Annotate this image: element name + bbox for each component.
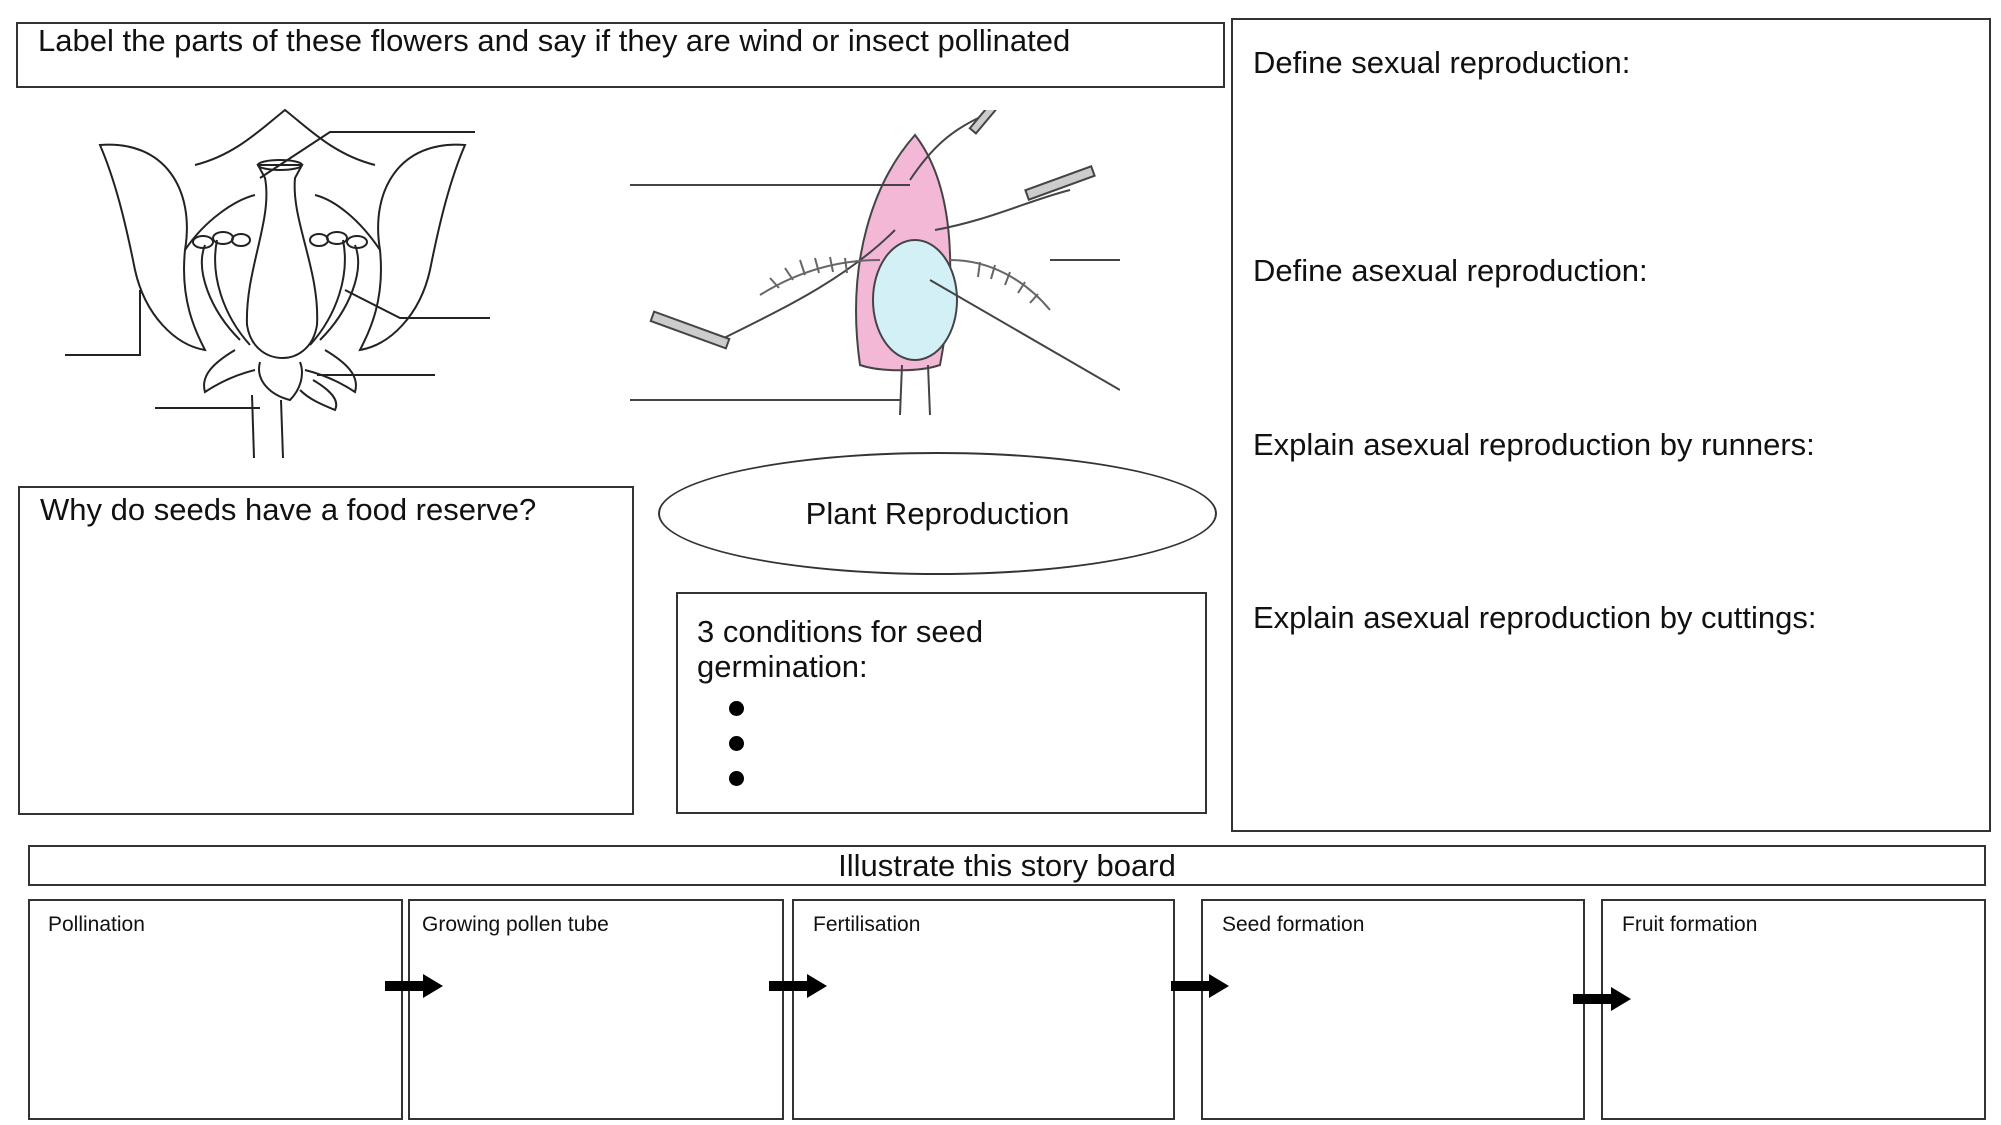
storyboard-panel-seed-formation: Seed formation <box>1201 899 1585 1120</box>
explain-cuttings: Explain asexual reproduction by cuttings… <box>1253 600 1817 635</box>
define-sexual: Define sexual reproduction: <box>1253 45 1631 80</box>
panel-label: Fertilisation <box>813 913 921 936</box>
storyboard-panel-fruit-formation: Fruit formation <box>1601 899 1986 1120</box>
germination-box: 3 conditions for seed germination: <box>676 592 1207 814</box>
wind-pollinated-flower-diagram-icon <box>630 110 1120 416</box>
explain-runners: Explain asexual reproduction by runners: <box>1253 427 1815 462</box>
topic-title: Plant Reproduction <box>805 496 1070 531</box>
panel-label: Fruit formation <box>1622 913 1758 936</box>
label-task-title: Label the parts of these flowers and say… <box>38 23 1071 58</box>
storyboard-panel-fertilisation: Fertilisation <box>792 899 1175 1120</box>
panel-label: Growing pollen tube <box>422 913 609 936</box>
definitions-box: Define sexual reproduction: Define asexu… <box>1231 18 1991 832</box>
seeds-food-question: Why do seeds have a food reserve? <box>40 492 537 527</box>
bullet-2 <box>729 736 744 751</box>
arrow-right-icon <box>385 974 443 998</box>
arrow-right-icon <box>1573 987 1631 1011</box>
label-task-box: Label the parts of these flowers and say… <box>16 22 1225 88</box>
seeds-food-box: Why do seeds have a food reserve? <box>18 486 634 815</box>
arrow-right-icon <box>1171 974 1229 998</box>
topic-oval: Plant Reproduction <box>658 452 1217 575</box>
bullet-1 <box>729 701 744 716</box>
bullet-3 <box>729 771 744 786</box>
storyboard-title: Illustrate this story board <box>838 848 1176 883</box>
arrow-right-icon <box>769 974 827 998</box>
insect-pollinated-flower-diagram-icon <box>65 108 490 459</box>
storyboard-title-box: Illustrate this story board <box>28 845 1986 886</box>
storyboard-panel-pollination: Pollination <box>28 899 403 1120</box>
germination-heading: 3 conditions for seed germination: <box>697 614 984 684</box>
panel-label: Seed formation <box>1222 913 1365 936</box>
define-asexual: Define asexual reproduction: <box>1253 253 1648 288</box>
panel-label: Pollination <box>48 913 145 936</box>
storyboard-panel-pollen-tube: Growing pollen tube <box>408 899 784 1120</box>
